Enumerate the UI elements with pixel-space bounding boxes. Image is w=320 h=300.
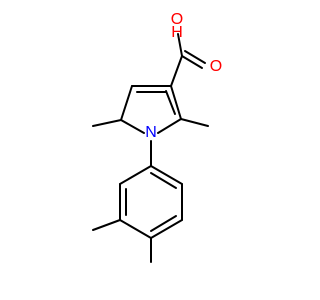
bond-ar3-ar4 — [119, 219, 152, 239]
atom-label-hydroxyl-hydrogen: H — [171, 24, 183, 41]
molecule-canvas: O H O N — [92, 11, 222, 263]
atom-label-pyrrole-nitrogen: N — [145, 124, 157, 141]
atom-label-carbonyl-oxygen: O — [210, 58, 222, 75]
bond-ar4-ar5 — [150, 219, 183, 239]
bond-c5-methyl — [92, 119, 122, 127]
bond-ar1-ar2 — [119, 165, 152, 185]
bond-n1-c2 — [157, 118, 182, 134]
bond-c2-c3-inner — [165, 90, 176, 115]
bond-ar4-ar5-inner — [150, 215, 177, 232]
bond-ar3-methyl — [92, 219, 121, 231]
bond-carbonyl-1 — [181, 55, 203, 69]
structure-drawing: O H O N — [92, 11, 222, 263]
bond-c3-carboxyl — [170, 55, 183, 87]
bond-c2-methyl — [180, 118, 209, 127]
bond-c4-c5 — [120, 85, 133, 121]
bond-c5-n1 — [120, 119, 145, 134]
bond-carboxyl-oh — [177, 33, 183, 57]
bond-carbonyl-2 — [184, 50, 206, 64]
atom-label-hydroxyl-oxygen: O — [171, 11, 183, 28]
bond-ar6-ar1-inner — [150, 172, 177, 189]
bond-ar6-ar1 — [150, 165, 183, 185]
bond-c2-c3 — [170, 85, 182, 120]
